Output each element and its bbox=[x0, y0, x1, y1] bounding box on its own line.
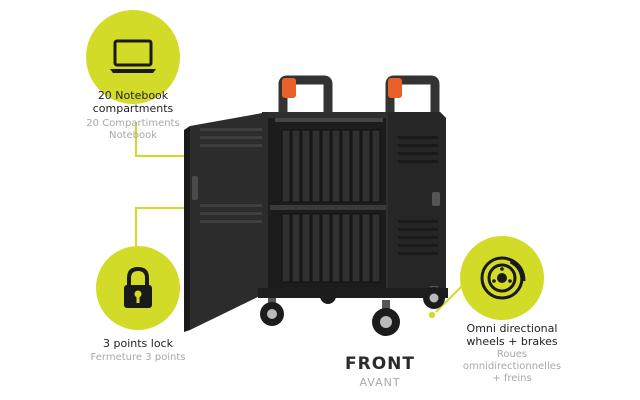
callout-line-wheels bbox=[435, 285, 463, 313]
wheels-title-line-1: Omni directional bbox=[466, 322, 558, 335]
lock-title: 3 points lock bbox=[76, 337, 200, 350]
lock-badge bbox=[96, 246, 180, 330]
wheels-subtitle-line-3: + freins bbox=[492, 373, 532, 384]
laptop-icon bbox=[110, 39, 156, 73]
cart-handles bbox=[278, 75, 440, 112]
compartments-title-line-2: compartments bbox=[92, 102, 174, 115]
compartments-subtitle-line-1: 20 Compartiments bbox=[86, 118, 180, 129]
compartments-title: 20 Notebook compartments bbox=[66, 89, 200, 115]
wheels-subtitle: Roues omnidirectionnelles + freins bbox=[450, 349, 574, 385]
lock-subtitle: Fermeture 3 points bbox=[76, 352, 200, 364]
compartments-title-line-1: 20 Notebook bbox=[97, 89, 169, 102]
compartments-badge bbox=[86, 10, 180, 104]
padlock-icon bbox=[124, 266, 152, 308]
lock-subtitle-line-1: Fermeture 3 points bbox=[90, 352, 186, 363]
compartments-subtitle: 20 Compartiments Notebook bbox=[66, 118, 200, 142]
compartments-subtitle-line-2: Notebook bbox=[108, 130, 158, 141]
wheels-title: Omni directional wheels + brakes bbox=[450, 322, 574, 348]
brake-disc-icon bbox=[480, 256, 526, 300]
view-title: FRONT bbox=[345, 354, 415, 374]
cart-door bbox=[184, 112, 268, 332]
wheels-subtitle-line-2: omnidirectionnelles bbox=[462, 361, 562, 372]
view-subtitle: AVANT bbox=[359, 376, 401, 389]
wheels-badge bbox=[460, 236, 544, 320]
lock-title-line-1: 3 points lock bbox=[103, 337, 173, 350]
wheels-subtitle-line-1: Roues bbox=[496, 349, 528, 360]
cart-wheels bbox=[258, 286, 448, 336]
cart-cabinet bbox=[262, 112, 446, 290]
wheels-title-line-2: wheels + brakes bbox=[466, 335, 558, 348]
callout-line-lock bbox=[135, 207, 196, 262]
